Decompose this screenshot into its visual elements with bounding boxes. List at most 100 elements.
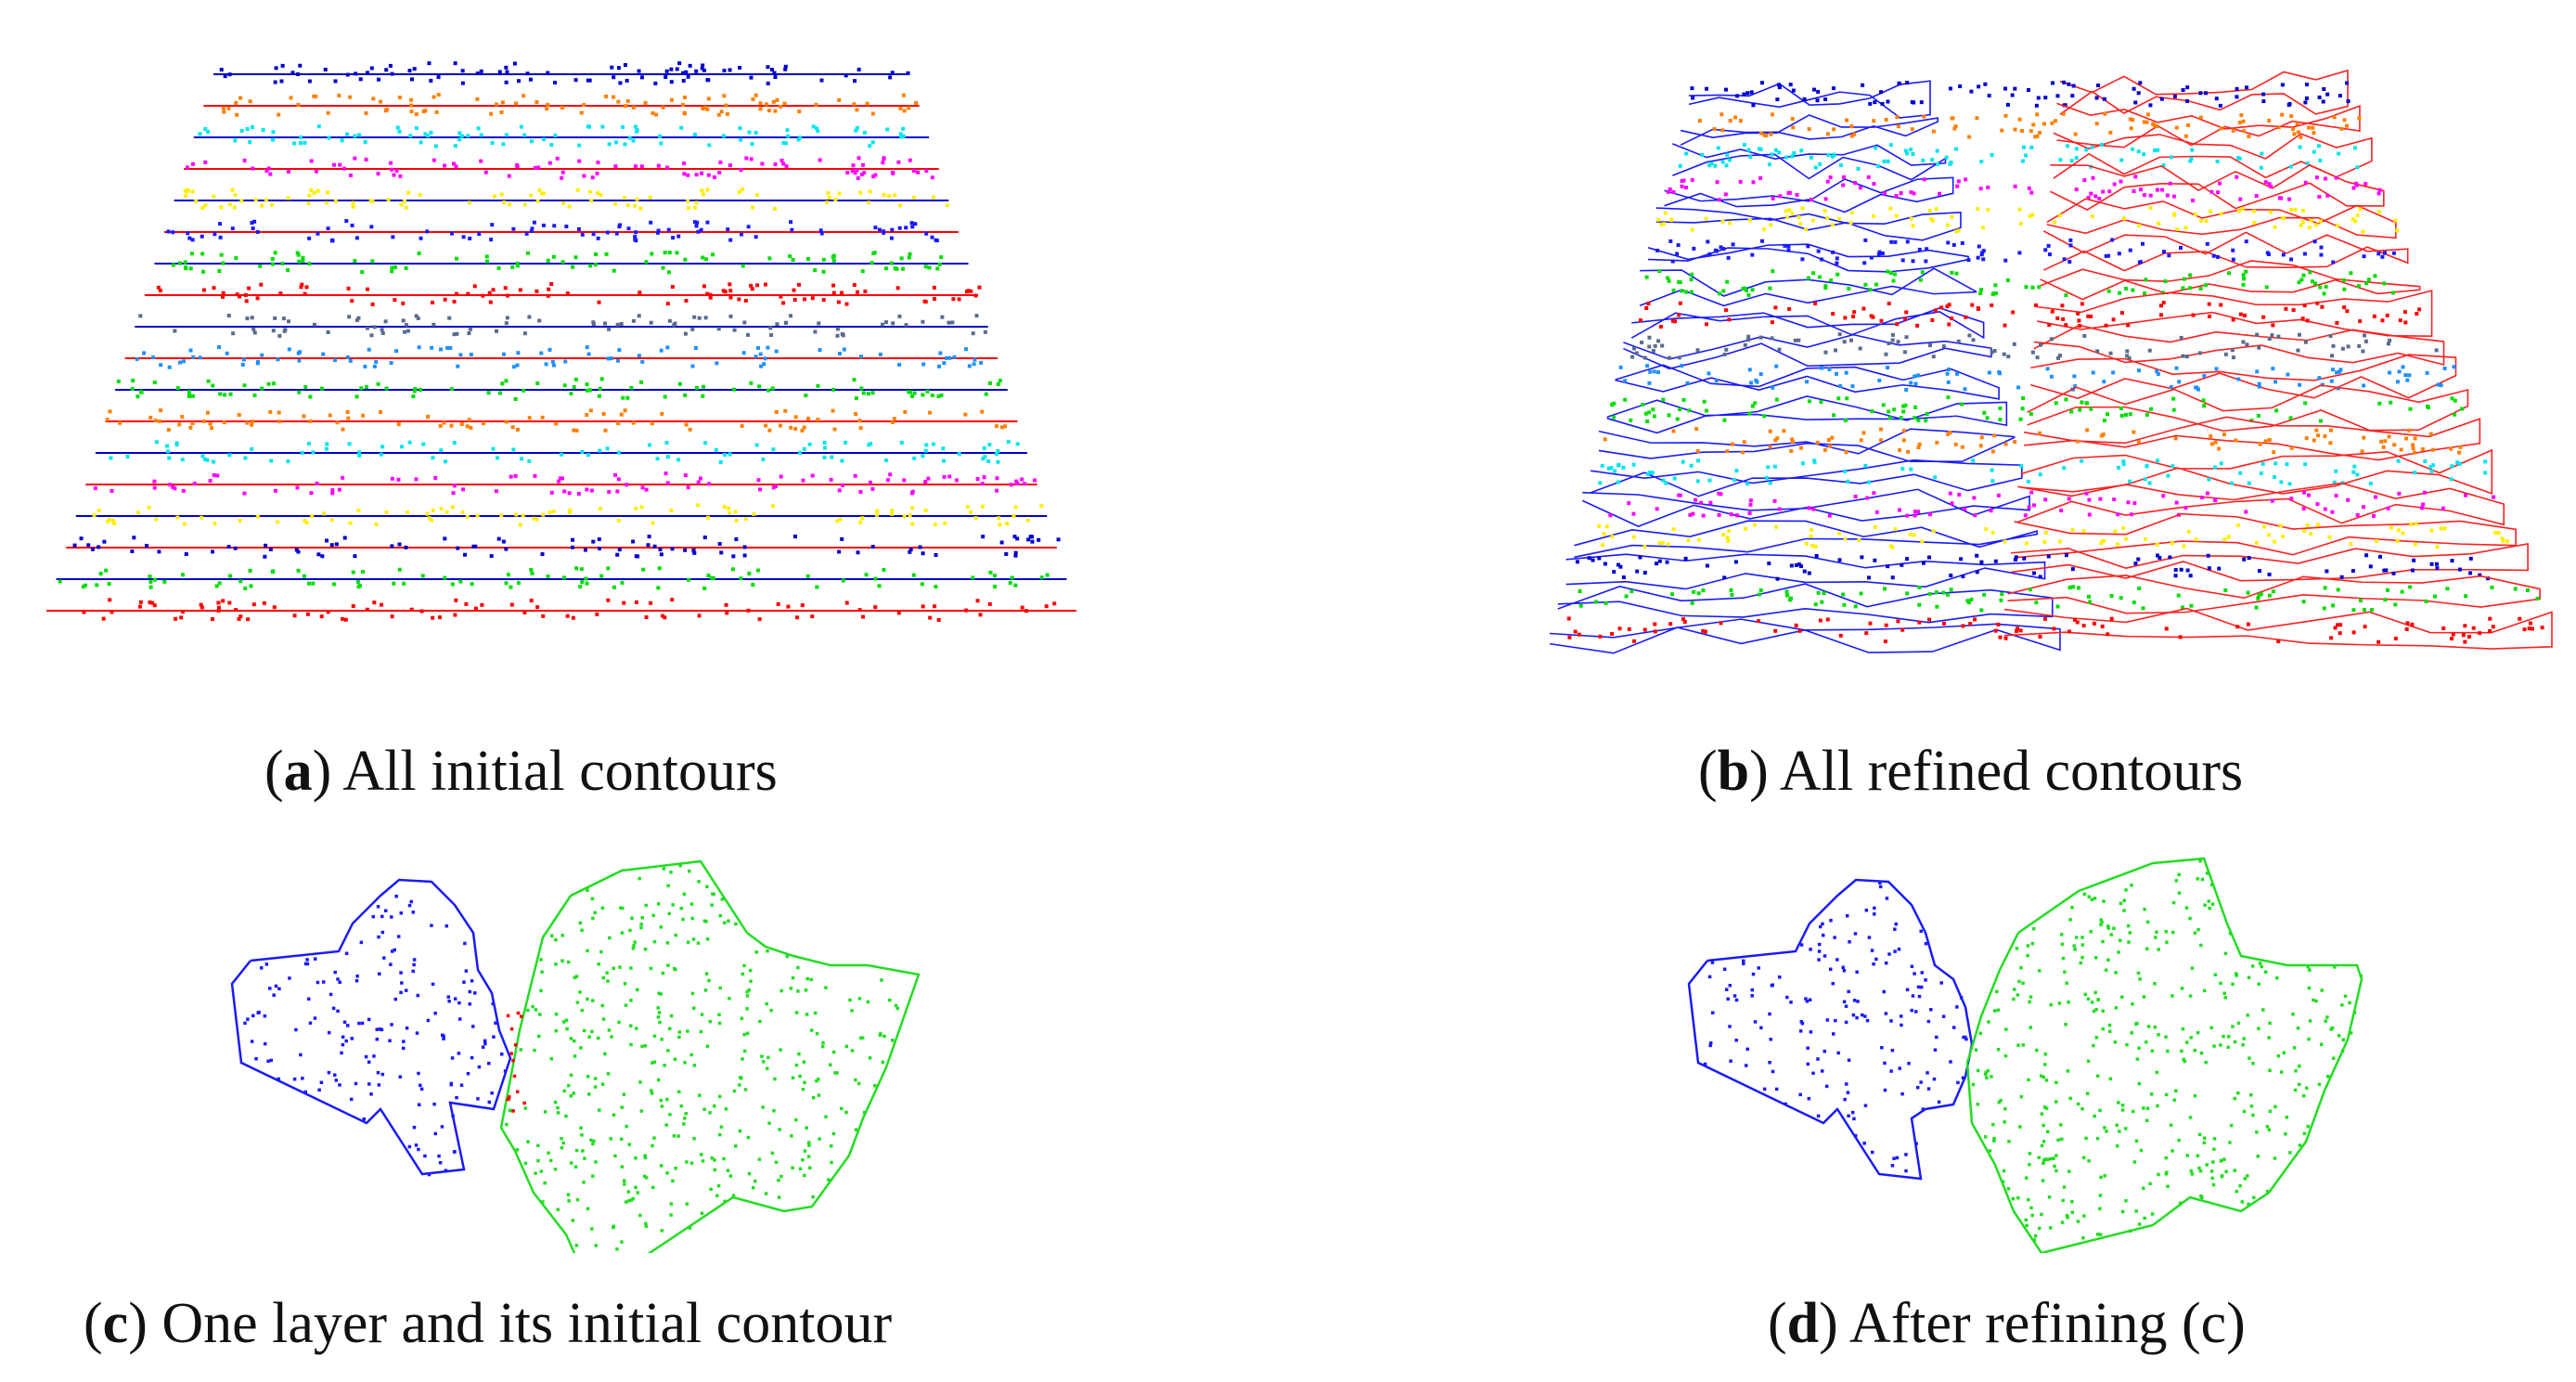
layer-point (2108, 351, 2113, 355)
layer-point (1980, 251, 1985, 255)
green-point (2043, 1053, 2048, 1056)
layer-point (194, 199, 199, 203)
green-point (684, 1112, 689, 1116)
layer-point (770, 68, 775, 72)
layer-point (1900, 466, 1905, 471)
layer-point (866, 392, 870, 396)
layer-point (2116, 512, 2120, 517)
layer-point (1873, 558, 1877, 562)
layer-point (1707, 478, 1712, 483)
layer-point (2346, 344, 2351, 349)
layer-point (609, 356, 613, 361)
layer-point (319, 614, 324, 619)
green-point (554, 962, 558, 966)
green-point (2137, 1222, 2142, 1226)
layer-point (754, 443, 759, 447)
green-point (554, 937, 558, 942)
layer-point (277, 410, 281, 415)
layer-point (1975, 570, 1979, 575)
layer-point (272, 381, 277, 386)
layer-point (2299, 223, 2303, 227)
layer-point (706, 574, 711, 578)
layer-point (1985, 416, 1990, 420)
layer-point (2170, 464, 2175, 469)
green-point (2242, 1037, 2246, 1040)
blue-point (377, 972, 381, 976)
layer-point (2191, 198, 2196, 202)
layer-point (986, 459, 991, 463)
green-point (696, 941, 701, 945)
layer-point (2035, 134, 2040, 138)
layer-point (656, 586, 661, 590)
layer-point (148, 600, 152, 604)
layer-point (1837, 332, 1842, 337)
green-point (2145, 1040, 2148, 1044)
layer-point (1758, 588, 1763, 592)
layer-point (1604, 601, 1608, 605)
layer-point (1807, 127, 1811, 132)
layer-point (1753, 401, 1758, 406)
green-point (754, 950, 758, 954)
layer-point (2003, 86, 2008, 91)
layer-point (2336, 623, 2340, 627)
green-point (2095, 1074, 2100, 1078)
layer-point (2128, 479, 2132, 484)
layer-point (615, 489, 620, 494)
layer-point (944, 355, 948, 360)
layer-point (2137, 224, 2142, 228)
green-point (644, 1176, 649, 1180)
layer-point (1719, 621, 1723, 626)
layer-point (1990, 530, 1995, 535)
layer-point (2449, 477, 2454, 482)
layer-point (2207, 477, 2211, 482)
layer-point (255, 229, 260, 234)
layer-point (1849, 134, 1854, 138)
layer-point (2388, 370, 2392, 375)
green-point (560, 1145, 564, 1150)
green-point (639, 925, 643, 930)
layer-point (924, 169, 929, 174)
layer-point (2317, 194, 2322, 199)
layer-point (522, 202, 527, 207)
green-point (591, 1142, 595, 1146)
layer-point (2024, 541, 2029, 546)
layer-point (1678, 163, 1682, 168)
layer-point (1826, 153, 1831, 158)
layer-point (988, 570, 993, 575)
layer-point (1902, 350, 1907, 355)
blue-point (1843, 1097, 1847, 1102)
layer-point (1998, 418, 2003, 422)
blue-point (419, 1087, 424, 1091)
layer-point (1655, 248, 1660, 252)
green-point (2265, 1125, 2270, 1129)
layer-point (1939, 305, 1944, 310)
green-point (536, 1158, 540, 1163)
layer-point (509, 474, 513, 479)
green-point (2340, 1003, 2344, 1007)
layer-point (278, 291, 283, 296)
green-point (817, 1093, 821, 1097)
layer-point (426, 134, 431, 138)
green-point (2061, 1198, 2065, 1203)
green-point (724, 1107, 728, 1111)
layer-point (2241, 119, 2246, 123)
green-point (1976, 1103, 1980, 1106)
layer-point (1003, 424, 1008, 429)
blue-point (450, 1056, 455, 1060)
green-point (2092, 1009, 2096, 1014)
layer-point (2194, 537, 2198, 542)
green-point (683, 1061, 687, 1065)
layer-point (1657, 559, 1662, 563)
layer-point (1909, 148, 1913, 152)
green-point (743, 1088, 748, 1091)
layer-point (2312, 149, 2316, 154)
layer-point (393, 265, 398, 269)
layer-point (1789, 563, 1794, 568)
green-point (2157, 1172, 2160, 1177)
layer-point (912, 391, 917, 395)
blue-point (1961, 1076, 1965, 1080)
blue-point (1734, 998, 1739, 1002)
layer-point (1941, 344, 1946, 349)
layer-point (216, 601, 221, 605)
layer-point (301, 255, 305, 260)
